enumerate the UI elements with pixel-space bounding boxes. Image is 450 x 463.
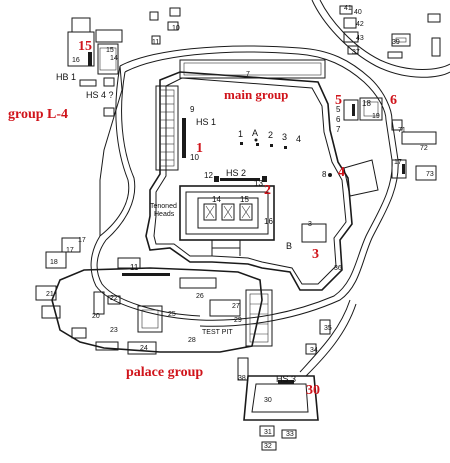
- structure-number: 40: [354, 9, 362, 16]
- structure-number: 42: [356, 21, 364, 28]
- south-structure-30: [237, 319, 331, 451]
- structure-number: 30: [264, 397, 272, 404]
- structure-number: 17: [394, 159, 402, 166]
- structure-number: 6: [336, 115, 341, 124]
- structure-number: 2: [268, 130, 273, 140]
- main-group-label: main group: [224, 87, 288, 102]
- structure-number: 14: [212, 195, 221, 204]
- red-marker-2: 2: [264, 183, 271, 198]
- structure-number: 15: [240, 195, 249, 204]
- point-b-label: B: [286, 241, 292, 251]
- red-marker-30: 30: [306, 383, 320, 398]
- hs4-label: HS 4 ?: [86, 90, 114, 100]
- structure-number: 29: [234, 317, 242, 324]
- structure-number: 17: [78, 237, 86, 244]
- red-marker-6: 6: [390, 93, 397, 108]
- structure-number: 8: [322, 170, 327, 179]
- structure-number: 4: [296, 134, 301, 144]
- point-a-label: A: [252, 128, 258, 138]
- red-marker-5: 5: [335, 93, 342, 108]
- test-pit-label: TEST PIT: [202, 329, 233, 336]
- red-marker-4: 4: [338, 165, 345, 180]
- structure-number: 19: [372, 113, 380, 120]
- group-l4-complex: [67, 7, 181, 236]
- structure-number: 10: [190, 153, 199, 162]
- structure-number: 38: [238, 375, 246, 382]
- structure-number: 27: [232, 303, 240, 310]
- structure-number: 18: [362, 99, 371, 108]
- structure-number: 73: [426, 171, 434, 178]
- structure-number: 15: [106, 47, 114, 54]
- structure-number: 21: [46, 291, 54, 298]
- structure-number: 41: [344, 5, 352, 12]
- structure-number: 10: [172, 25, 180, 32]
- red-marker-15: 15: [78, 39, 92, 54]
- structure-number: 31: [264, 429, 272, 436]
- structure-number: 20: [92, 313, 100, 320]
- structure-number: 1: [238, 129, 243, 139]
- hs2-label: HS 2: [226, 168, 246, 178]
- structure-number: 17: [66, 247, 74, 254]
- structure-number: 11: [130, 263, 139, 272]
- hs3-label: HS 3: [276, 374, 296, 384]
- structure-number: 22: [110, 295, 118, 302]
- structure-number: 43: [356, 35, 364, 42]
- structure-number: 9: [190, 105, 195, 114]
- main-group-complex: [145, 59, 437, 291]
- structure-number: 35: [324, 325, 332, 332]
- structure-number: 23: [110, 327, 118, 334]
- structure-number: 11: [152, 39, 159, 46]
- red-markers: 1 2 3 4 5 6 15 30: [78, 39, 397, 398]
- structure-number: 3: [282, 132, 287, 142]
- tenoned-label-line2: Heads: [154, 211, 175, 218]
- structure-number: 5: [336, 105, 341, 114]
- hb1-label: HB 1: [56, 72, 76, 82]
- group-l4-label: group L-4: [8, 107, 68, 122]
- structure-number: 33: [286, 431, 294, 438]
- structure-number: 26: [196, 293, 204, 300]
- hs1-label: HS 1: [196, 117, 216, 127]
- structure-number: 16: [72, 57, 80, 64]
- structure-number: 37: [352, 49, 360, 56]
- structure-number: 71: [398, 127, 406, 134]
- structure-number: 25: [168, 311, 176, 318]
- structure-number: 39: [392, 39, 400, 46]
- red-marker-3: 3: [312, 247, 319, 262]
- structure-number: 36: [334, 265, 342, 272]
- palace-group-complex: [35, 237, 273, 355]
- structure-number: 18: [50, 259, 58, 266]
- structure-number: 13: [254, 179, 263, 188]
- structure-number: 32: [264, 443, 272, 450]
- structure-number: 7: [246, 71, 250, 78]
- palace-group-label: palace group: [126, 365, 203, 380]
- structure-number: 14: [110, 55, 118, 62]
- site-boundary-lines: [90, 0, 450, 377]
- structure-number: 16: [264, 217, 273, 226]
- structure-number: 28: [188, 337, 196, 344]
- map-text-labels: main group group L-4 palace group HS 1 H…: [8, 5, 434, 450]
- structure-number: 7: [336, 125, 341, 134]
- structure-number: 12: [204, 171, 213, 180]
- northeast-structures: [339, 5, 441, 59]
- structure-number: 24: [140, 345, 148, 352]
- structure-number: 34: [310, 347, 318, 354]
- tenoned-label-line1: Tenoned: [150, 203, 177, 210]
- structure-number: 72: [420, 145, 428, 152]
- structure-number: 3: [308, 221, 312, 228]
- red-marker-1: 1: [196, 141, 203, 156]
